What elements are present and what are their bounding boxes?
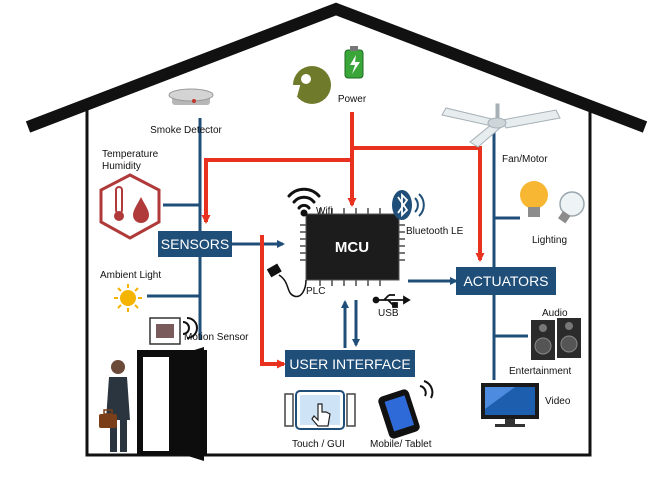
power-lines	[201, 112, 485, 369]
door-icon	[137, 347, 207, 461]
actuator-bus	[408, 132, 528, 380]
smoke-detector-icon	[168, 88, 214, 105]
solar-panel-icon	[277, 66, 331, 104]
mobile-phone-icon	[378, 380, 434, 439]
light-bulb-icon	[520, 181, 585, 224]
audio-label: Audio	[542, 308, 568, 319]
plc-plug-icon	[266, 263, 307, 298]
battery-icon	[344, 46, 364, 79]
bluetooth-icon	[392, 190, 425, 220]
sensor-bus	[147, 118, 285, 340]
mcu-ui-arrows	[341, 300, 360, 348]
wifi-label: Wifi	[316, 206, 333, 217]
smoke-detector-label: Smoke Detector	[150, 125, 222, 136]
house-outline	[25, 2, 648, 457]
touch-screen-icon	[284, 390, 356, 430]
bluetooth-label: Bluetooth LE	[406, 226, 464, 237]
wifi-icon	[287, 187, 321, 217]
entertainment-label: Entertainment	[509, 366, 571, 377]
ambient-light-label: Ambient Light	[100, 270, 161, 281]
person-icon	[99, 360, 130, 452]
mcu-label: MCU	[335, 239, 369, 256]
fan-motor-label: Fan/Motor	[502, 154, 548, 165]
power-label: Power	[338, 94, 367, 105]
mobile-tablet-label: Mobile/ Tablet	[370, 439, 432, 450]
motion-sensor-icon	[149, 317, 198, 345]
speaker-icon	[531, 318, 581, 360]
usb-icon	[372, 294, 411, 308]
video-label: Video	[545, 396, 571, 407]
motion-sensor-label: Motion Sensor	[184, 332, 249, 343]
plc-label: PLC	[306, 286, 325, 297]
sun-icon	[114, 284, 142, 312]
user-interface-block: USER INTERFACE	[285, 350, 415, 377]
actuators-label: ACTUATORS	[463, 273, 548, 289]
user-interface-label: USER INTERFACE	[289, 356, 410, 372]
mcu-chip: MCU	[300, 208, 405, 286]
lighting-label: Lighting	[532, 235, 567, 246]
sensors-label: SENSORS	[161, 236, 229, 252]
actuators-block: ACTUATORS	[456, 267, 556, 295]
usb-label: USB	[378, 308, 399, 319]
temperature-label: Temperature	[102, 149, 159, 160]
ceiling-fan-icon	[441, 103, 561, 148]
humidity-label: Humidity	[102, 161, 141, 172]
tv-icon	[481, 383, 539, 427]
thermometer-icon	[99, 173, 161, 240]
sensors-block: SENSORS	[158, 231, 232, 257]
touch-gui-label: Touch / GUI	[292, 439, 345, 450]
